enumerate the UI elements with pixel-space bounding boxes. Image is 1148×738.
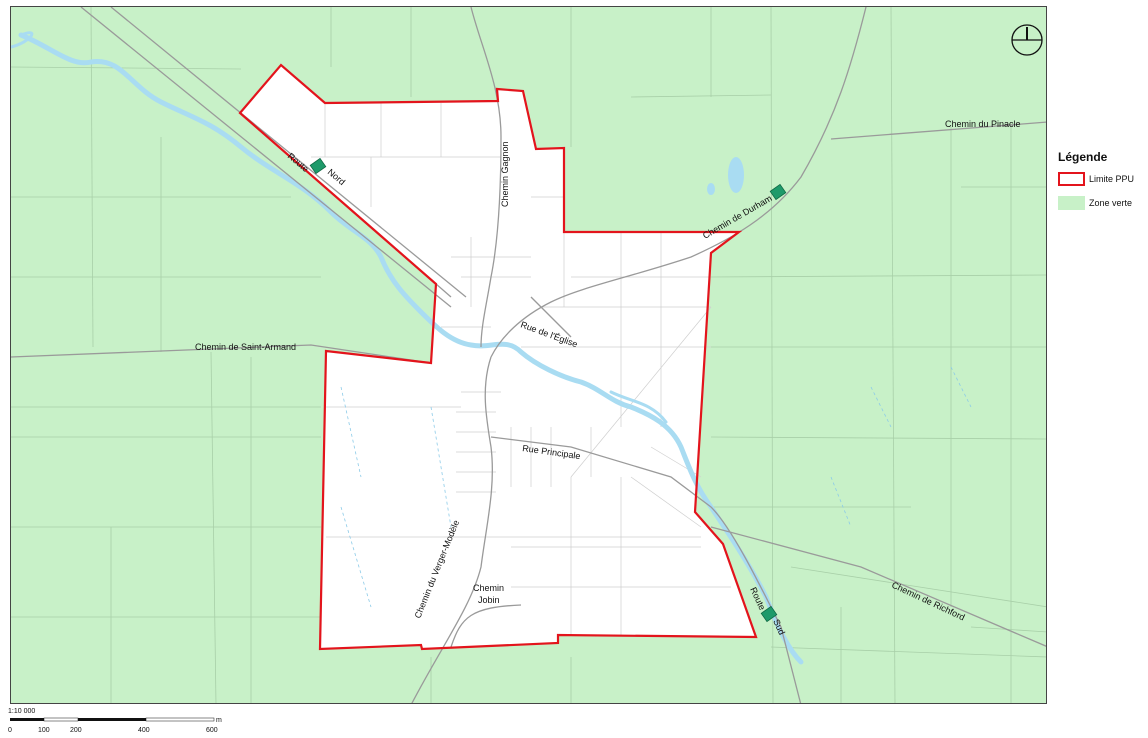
- scale-tick-200: 200: [70, 727, 82, 734]
- map-frame[interactable]: Route Nord Chemin Gagnon Chemin du Pinac…: [10, 6, 1047, 704]
- green-zone-swatch-icon: [1058, 196, 1085, 210]
- scale-tick-0: 0: [8, 727, 12, 734]
- scale-bar: 1:10 000 0 100 200 400 600 m: [8, 708, 228, 738]
- label-chemin-saint-armand: Chemin de Saint-Armand: [195, 342, 296, 352]
- scale-ratio: 1:10 000: [8, 708, 36, 715]
- label-chemin-jobin-b: Jobin: [478, 595, 500, 605]
- scale-tick-600: 600: [206, 727, 218, 734]
- legend-label: Zone verte: [1089, 198, 1133, 208]
- streams: [340, 366, 972, 608]
- ppu-boundary[interactable]: [238, 63, 758, 651]
- legend-item-ppu: Limite PPU: [1058, 170, 1148, 188]
- map-legend: Légende Limite PPU Zone verte: [1058, 150, 1148, 218]
- label-chemin-gagnon: Chemin Gagnon: [500, 141, 510, 207]
- legend-item-zone-verte: Zone verte: [1058, 194, 1148, 212]
- north-arrow-icon: [1011, 24, 1043, 56]
- pond: [707, 183, 715, 195]
- scale-graphic: 0 100 200 400 600 m: [8, 717, 222, 734]
- label-chemin-jobin-a: Chemin: [473, 583, 504, 593]
- river: [11, 31, 804, 665]
- legend-title: Légende: [1058, 150, 1108, 164]
- ppu-swatch-icon: [1058, 172, 1085, 186]
- pond: [728, 157, 744, 193]
- scale-unit: m: [216, 717, 222, 724]
- map-canvas[interactable]: Route Nord Chemin Gagnon Chemin du Pinac…: [11, 7, 1047, 704]
- legend-label: Limite PPU: [1089, 174, 1135, 184]
- route-marker-sud[interactable]: [760, 605, 778, 623]
- label-chemin-pinacle: Chemin du Pinacle: [945, 119, 1021, 129]
- markers: [309, 157, 787, 623]
- parcel-lines: [11, 7, 1046, 703]
- route-marker-nord[interactable]: [309, 157, 327, 175]
- scale-tick-400: 400: [138, 727, 150, 734]
- scale-tick-100: 100: [38, 727, 50, 734]
- route-marker-durham[interactable]: [769, 183, 787, 201]
- ppu-interior: [240, 65, 756, 649]
